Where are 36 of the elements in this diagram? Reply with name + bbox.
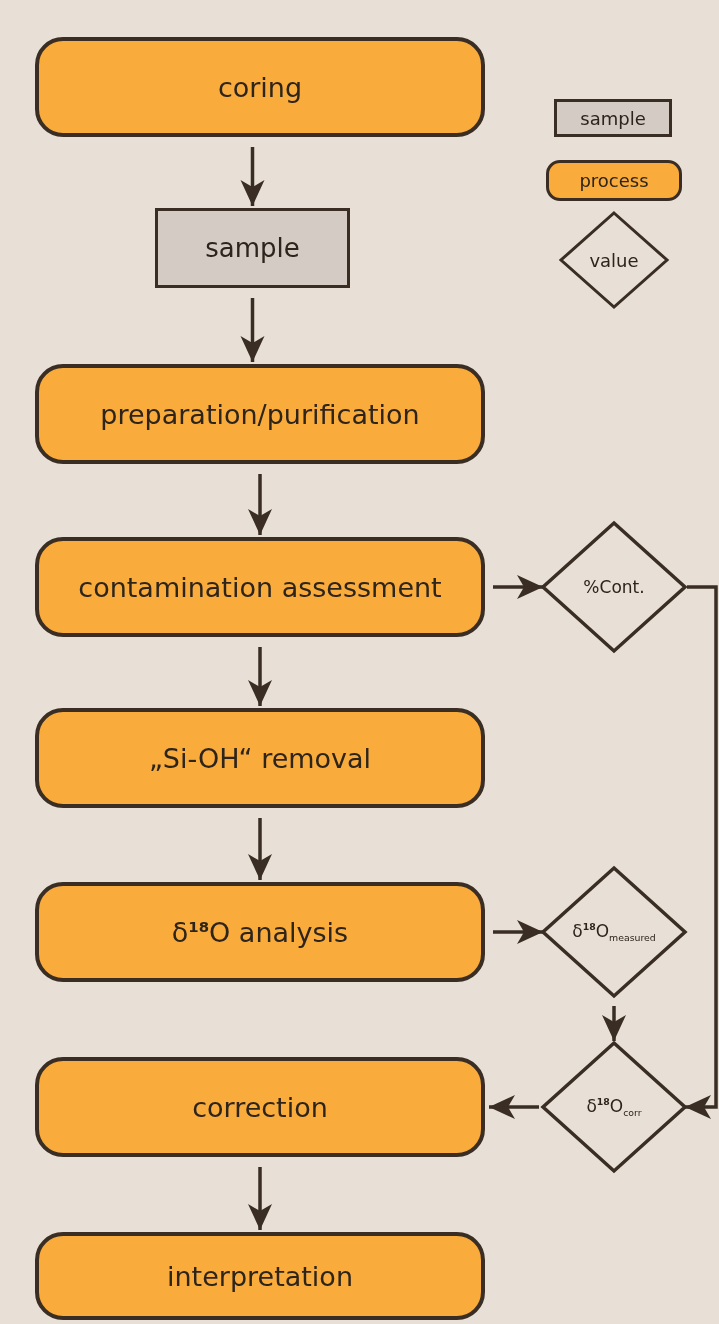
arrow xyxy=(602,1006,626,1041)
arrow xyxy=(489,1095,539,1119)
arrow xyxy=(493,920,543,944)
sample-box xyxy=(155,208,350,288)
arrow xyxy=(240,298,265,362)
legend-label: process xyxy=(579,170,649,191)
process-box xyxy=(35,1232,485,1320)
arrow xyxy=(248,647,272,706)
legend-label: sample xyxy=(580,107,646,129)
node-label: contamination assessment xyxy=(78,571,442,603)
process-box xyxy=(35,37,485,137)
value-diamond xyxy=(543,1043,685,1171)
process-box xyxy=(35,364,485,464)
process-box xyxy=(35,708,485,808)
node-label: δ$^{18}$O$_{measured}$ xyxy=(572,920,656,944)
node-label: coring xyxy=(217,71,303,103)
arrow xyxy=(248,474,272,535)
arrow xyxy=(248,1167,272,1230)
node-label: δ$^{18}$O$_{corr}$ xyxy=(586,1095,642,1119)
node-label: „Si-OH“ removal xyxy=(148,742,372,774)
process-box xyxy=(35,882,485,982)
arrow xyxy=(685,585,718,1119)
arrow xyxy=(240,147,265,206)
node-label: δ$^{18}$O analysis xyxy=(171,916,349,948)
legend-label: value xyxy=(589,249,639,271)
process-box xyxy=(35,537,485,637)
node-label: sample xyxy=(205,233,300,263)
value-diamond xyxy=(543,868,685,996)
node-label: correction xyxy=(192,1091,328,1123)
arrow xyxy=(493,575,543,599)
arrow xyxy=(248,818,272,880)
process-box xyxy=(35,1057,485,1157)
value-diamond xyxy=(543,523,685,651)
node-label: %Cont. xyxy=(583,577,645,597)
node-label: interpretation xyxy=(167,1260,353,1292)
node-label: preparation/purification xyxy=(100,398,420,430)
